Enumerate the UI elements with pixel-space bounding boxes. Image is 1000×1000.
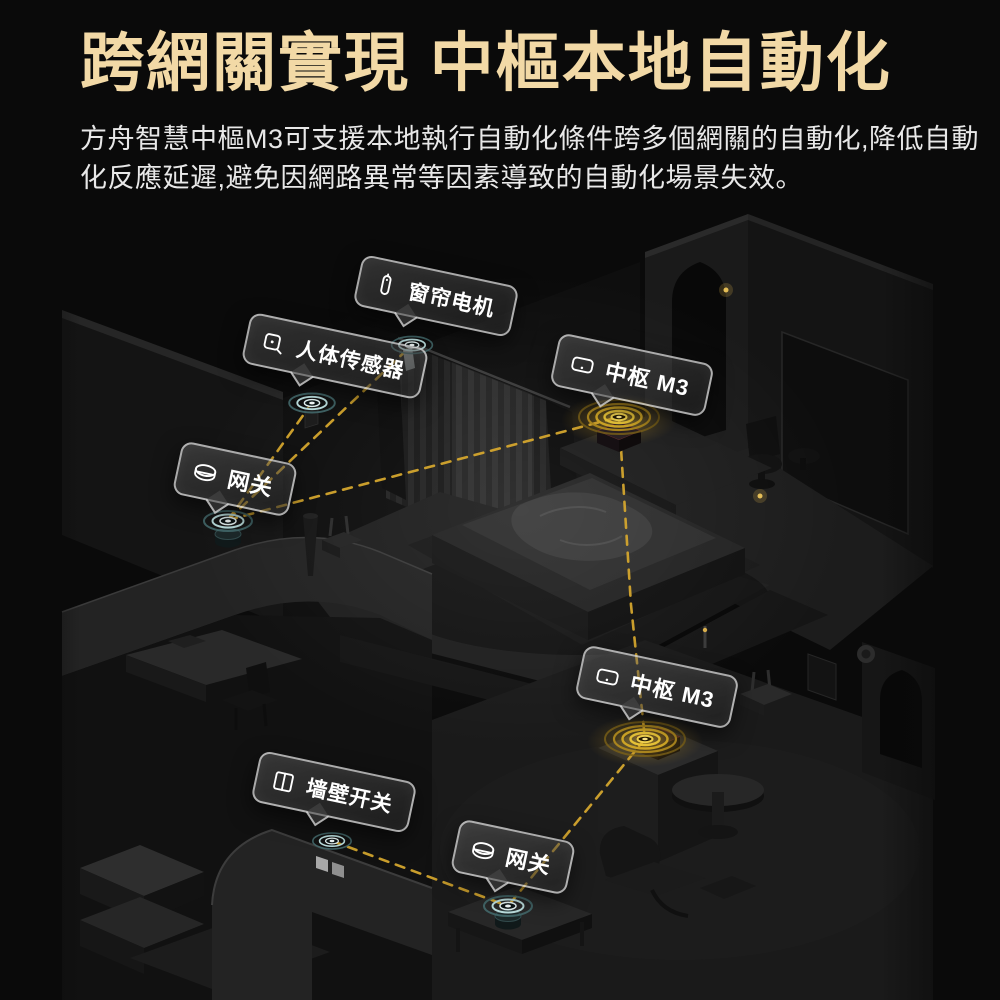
body-sensor-marker — [288, 392, 336, 429]
description-line-2: 化反應延遲,避免因網路異常等因素導致的自動化場景失效。 — [80, 163, 804, 194]
link-switch-to-gateway-lower — [330, 839, 510, 908]
link-gateway-to-hub-upper — [226, 415, 621, 522]
gateway-icon — [189, 457, 221, 489]
hub-icon — [567, 349, 599, 381]
right-fade — [880, 230, 1000, 1000]
label-text: 网关 — [503, 844, 554, 879]
recliner-chair — [599, 826, 756, 918]
gateway-table — [448, 886, 592, 954]
label-gateway-lower: 网关 — [449, 818, 577, 896]
label-text: 网关 — [225, 466, 276, 501]
round-table — [672, 774, 764, 839]
switch-wall — [211, 828, 433, 1000]
description-line-1: 方舟智慧中樞M3可支援本地執行自動化條件跨多個網關的自動化,降低自動 — [80, 124, 980, 155]
label-body-sensor: 人体传感器 — [240, 311, 430, 401]
page-description: 方舟智慧中樞M3可支援本地執行自動化條件跨多個網關的自動化,降低自動 化反應延遲… — [80, 120, 980, 198]
header: 跨網關實現 中樞本地自動化 方舟智慧中樞M3可支援本地執行自動化條件跨多個網關的… — [80, 27, 980, 198]
label-text: 窗帘电机 — [405, 280, 497, 322]
label-text: 中枢 M3 — [602, 358, 692, 401]
gateway-icon — [467, 835, 499, 867]
wall-switch-icon — [268, 765, 300, 797]
label-gateway-upper: 网关 — [171, 440, 299, 518]
human-sensor-icon — [258, 327, 290, 359]
hub-m3-upper-marker — [561, 394, 677, 452]
label-wall-switch: 墙壁开关 — [250, 749, 418, 835]
label-hub-m3-lower: 中枢 M3 — [574, 644, 740, 730]
left-fade — [0, 230, 80, 1000]
hub-icon — [592, 661, 624, 693]
page-title: 跨網關實現 中樞本地自動化 — [80, 27, 892, 99]
curtain-motor-icon — [370, 269, 402, 301]
router-right — [740, 669, 792, 716]
label-hub-m3-upper: 中枢 M3 — [549, 332, 715, 418]
hub-m3-lower-marker — [587, 715, 703, 767]
label-curtain-motor: 窗帘电机 — [352, 253, 520, 339]
